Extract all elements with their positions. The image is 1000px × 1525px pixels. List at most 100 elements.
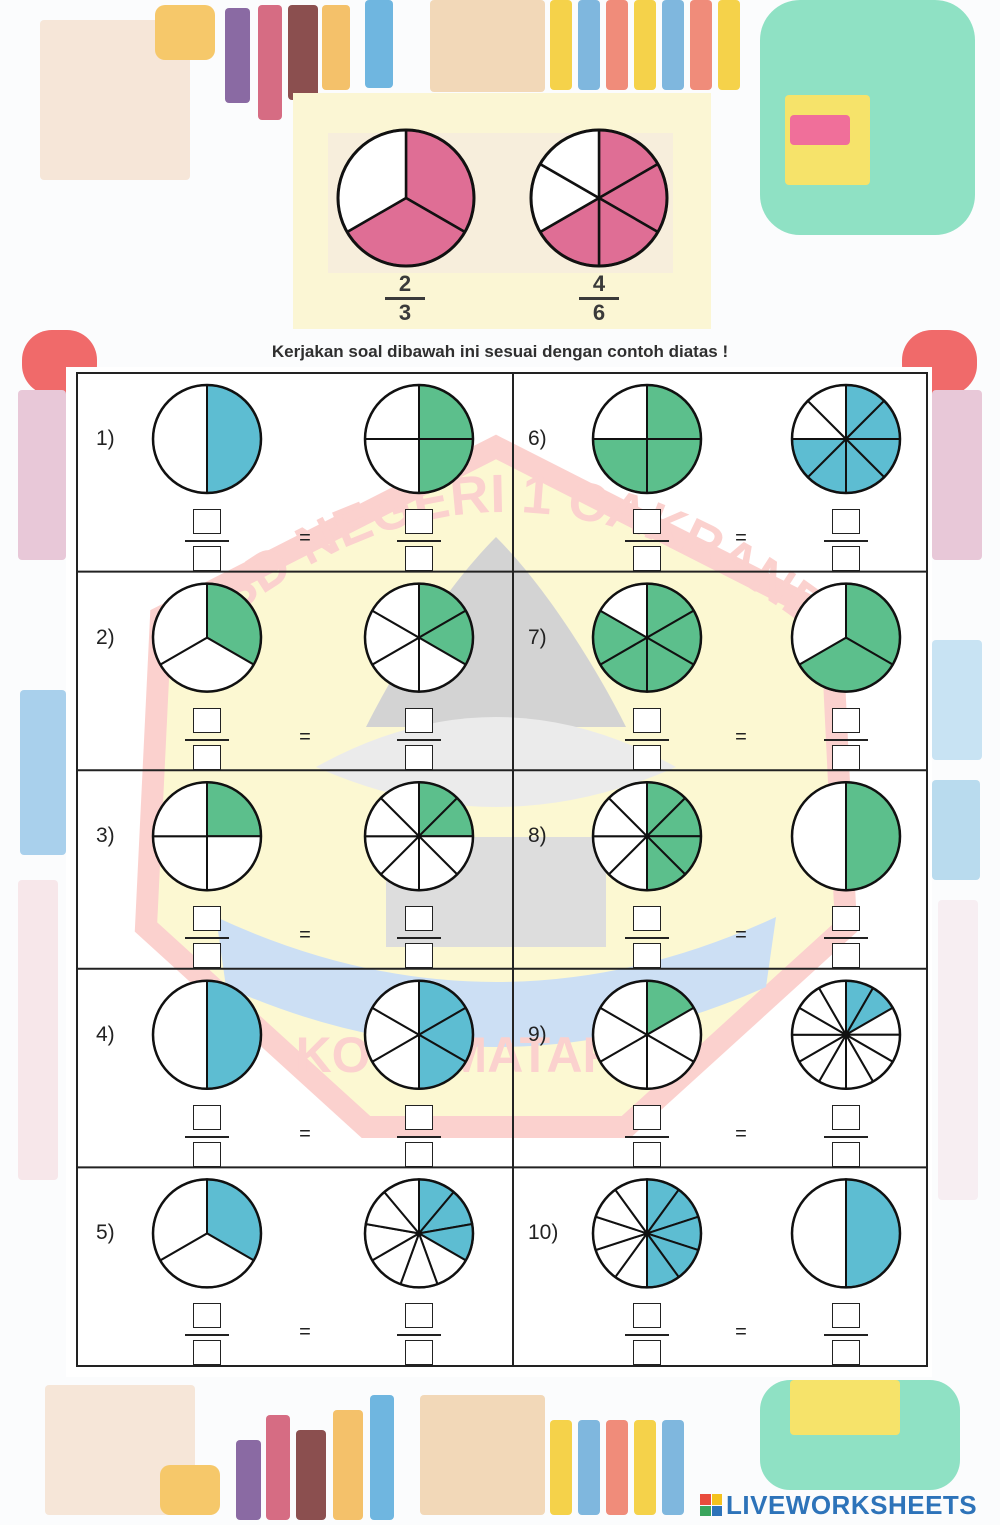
example-fraction-2: 4 6 [579,271,619,326]
circle-outline [336,128,476,268]
q6-left-denominator-input[interactable] [633,546,661,571]
q2-left-numerator-input[interactable] [193,707,221,733]
example-fraction-1: 2 3 [385,271,425,326]
q5-left-circle [151,1178,263,1289]
q2-right-circle [363,582,475,693]
q2-right-numerator-input[interactable] [405,707,433,733]
q1-left-numerator-input[interactable] [193,509,221,534]
q9-right-fraction-bar [824,1135,868,1138]
shaded-sector [845,781,901,892]
q3-left-numerator-input[interactable] [193,906,221,932]
q10-right-circle [790,1178,902,1289]
q5-left-fraction-bar [185,1334,229,1337]
q4-left-denominator-input[interactable] [193,1141,221,1167]
q4-right-numerator-input[interactable] [405,1104,433,1130]
q9-equals-sign: = [735,1122,747,1145]
q3-right-numerator-input[interactable] [405,906,433,932]
grid-border [76,372,928,1367]
q7-left-denominator-input[interactable] [633,744,661,770]
q1-right-denominator-input[interactable] [405,546,433,571]
q7-equals-sign: = [735,725,747,748]
q4-right-fraction-bar [397,1135,441,1138]
q4-left-fraction-bar [185,1135,229,1138]
q9-left-numerator-input[interactable] [633,1104,661,1130]
empty-sector [152,383,208,495]
circle-outline [790,1178,902,1289]
q3-left-fraction-bar [185,937,229,940]
q4-label: 4) [96,1022,115,1046]
q2-equals-sign: = [299,725,311,748]
q8-left-circle [591,780,703,892]
q10-label: 10) [528,1221,559,1245]
q1-right-numerator-input[interactable] [405,509,433,534]
q1-equals-sign: = [299,527,311,549]
circle-outline [591,780,703,892]
q8-left-denominator-input[interactable] [633,943,661,969]
q2-right-denominator-input[interactable] [405,744,433,770]
q5-right-circle [363,1178,475,1289]
circle-outline [529,128,669,268]
q4-left-numerator-input[interactable] [193,1104,221,1130]
q5-left-numerator-input[interactable] [193,1303,221,1329]
q10-right-numerator-input[interactable] [832,1303,860,1329]
example-denominator-1: 3 [398,300,412,325]
q8-right-circle [790,780,902,892]
q9-left-denominator-input[interactable] [633,1141,661,1167]
q4-right-denominator-input[interactable] [405,1141,433,1167]
q6-equals-sign: = [735,527,747,549]
q8-right-denominator-input[interactable] [832,943,860,969]
q10-right-fraction-bar [824,1334,868,1337]
q5-right-denominator-input[interactable] [405,1340,433,1366]
liveworksheets-logo-text: LIVEWORKSHEETS [726,1489,978,1520]
q3-left-denominator-input[interactable] [193,943,221,969]
q8-equals-sign: = [735,924,747,947]
circle-outline [591,1178,703,1289]
q9-right-numerator-input[interactable] [832,1104,860,1130]
q7-right-denominator-input[interactable] [832,744,860,770]
q6-left-circle [591,383,703,495]
q1-left-fraction-bar [185,540,229,542]
q2-left-denominator-input[interactable] [193,744,221,770]
example-denominator-2: 6 [592,300,606,325]
q1-label: 1) [96,427,115,450]
q1-left-circle [151,383,263,495]
exercise-grid-svg: SD NEGERI 1 CAKRANEGARAKOTA MATARAM [66,367,928,1367]
q7-left-numerator-input[interactable] [633,707,661,733]
q5-right-numerator-input[interactable] [405,1303,433,1329]
q3-label: 3) [96,824,115,848]
circle-outline [151,780,263,892]
q3-equals-sign: = [299,924,311,947]
circle-outline [363,582,475,693]
q7-label: 7) [528,625,547,649]
q6-right-denominator-input[interactable] [832,546,860,571]
q1-right-circle [363,383,475,495]
q8-right-numerator-input[interactable] [832,906,860,932]
q10-right-denominator-input[interactable] [832,1340,860,1366]
q7-right-numerator-input[interactable] [832,707,860,733]
q9-left-circle [591,979,703,1091]
q10-left-denominator-input[interactable] [633,1340,661,1366]
q9-right-circle [790,979,902,1091]
circle-outline [790,383,902,495]
exercise-grid: SD NEGERI 1 CAKRANEGARAKOTA MATARAM 1)=2… [66,367,932,1377]
q8-left-fraction-bar [625,937,669,940]
circle-outline [363,383,475,495]
q8-left-numerator-input[interactable] [633,906,661,932]
circle-outline [151,383,263,495]
q9-label: 9) [528,1022,547,1046]
q9-right-denominator-input[interactable] [832,1141,860,1167]
circle-outline [591,383,703,495]
q10-equals-sign: = [735,1321,747,1344]
q6-right-circle [790,383,902,495]
q10-left-numerator-input[interactable] [633,1303,661,1329]
q1-left-denominator-input[interactable] [193,546,221,571]
q2-left-fraction-bar [185,738,229,741]
q6-left-numerator-input[interactable] [633,509,661,534]
q10-left-circle [591,1178,703,1289]
example-circle-2 [529,128,669,268]
example-numerator-1: 2 [385,271,425,300]
q3-right-denominator-input[interactable] [405,943,433,969]
q6-right-numerator-input[interactable] [832,509,860,534]
empty-sector [791,1178,847,1289]
q5-left-denominator-input[interactable] [193,1340,221,1366]
